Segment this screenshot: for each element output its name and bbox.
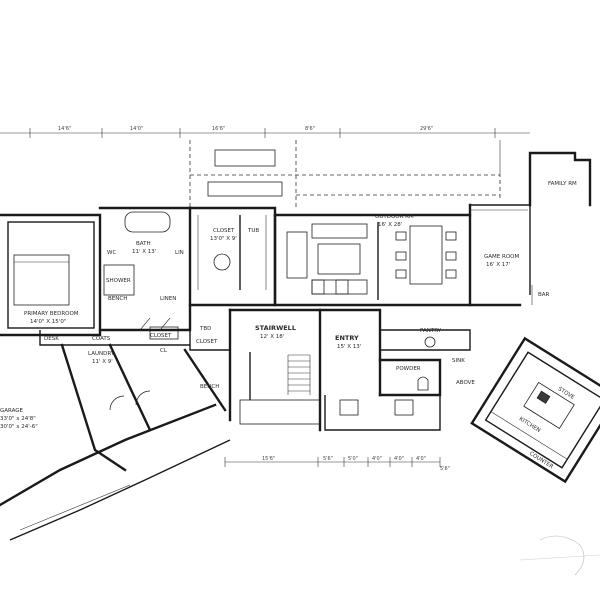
game-room-label: GAME ROOM — [484, 254, 519, 260]
stairwell: STAIRWELL 12' X 18' — [228, 308, 322, 432]
powder-label: POWDER — [396, 366, 421, 372]
bench2-label: BENCH — [200, 384, 219, 390]
bath-size: 11' X 13' — [132, 249, 156, 255]
game-room: GAME ROOM 16' X 17' BAR — [468, 203, 550, 307]
stair-treads — [287, 354, 311, 395]
garage-dims-2: 30'0" x 24'-6" — [0, 424, 38, 430]
kitchen-wing: KITCHEN STOVE COUNTER — [470, 336, 600, 484]
upper-terrace-dashed — [189, 140, 501, 210]
above-label: ABOVE — [456, 380, 475, 386]
top-dim-4: 8'6" — [305, 126, 315, 132]
pantry-powder: PANTRY POWDER SINK ABOVE — [378, 328, 475, 397]
laundry-garage-wing: LAUNDRY 11' X 9' BENCH GARAGE 33'0" x 24… — [0, 343, 231, 541]
closet-room: CLOSET 13'0" X 9' TUB — [188, 206, 277, 307]
tbd-label: TBD — [199, 326, 211, 332]
bottom-dim-3: 5'0" — [348, 456, 358, 462]
stairwell-label: STAIRWELL — [255, 324, 296, 332]
game-room-size: 16' X 17' — [486, 262, 510, 268]
closet-label: CLOSET — [213, 228, 235, 234]
bottom-dimension-string: 15'6" 5'6" 5'0" 4'0" 4'0" 4'0" 5'6" — [224, 456, 450, 472]
bottom-dim-4: 4'0" — [372, 456, 382, 462]
desk-label: DESK — [44, 336, 59, 342]
bottom-dim-5: 4'0" — [394, 456, 404, 462]
cl-label: CL — [160, 348, 168, 354]
primary-bedroom-label: PRIMARY BEDROOM — [24, 311, 79, 317]
outdoor-room: OUTDOOR RM 16' X 28' — [273, 213, 472, 307]
entry-size: 15' X 13' — [337, 344, 361, 350]
sink-label: SINK — [452, 358, 465, 364]
bath-room: BATH 11' X 13' SHOWER BENCH LINEN WC LIN — [98, 206, 192, 332]
faint-sketch-marks — [519, 535, 600, 576]
laundry-label: LAUNDRY — [88, 351, 115, 357]
stove-label: STOVE — [557, 386, 576, 401]
garage-label: GARAGE — [0, 408, 24, 414]
bottom-dim-1: 15'6" — [262, 456, 275, 462]
bottom-dim-6: 4'0" — [416, 456, 426, 462]
closet-size: 13'0" X 9' — [210, 236, 237, 242]
lin-label: LIN — [175, 250, 184, 256]
entry-label: ENTRY — [335, 334, 359, 342]
pantry-label: PANTRY — [420, 328, 442, 334]
shower-label: SHOWER — [106, 278, 131, 284]
coats-label: COATS — [92, 336, 111, 342]
bench-label: BENCH — [108, 296, 127, 302]
stairwell-size: 12' X 18' — [260, 334, 284, 340]
family-room-outline: FAMILY RM — [470, 151, 592, 295]
kitchen-label: KITCHEN — [518, 416, 541, 434]
top-dim-3: 16'6" — [212, 126, 225, 132]
closet-small-label: CLOSET — [150, 333, 172, 339]
corridor-band: DESK COATS CLOSET TBD CL CLOSET — [39, 305, 230, 354]
bottom-dim-7: 5'6" — [440, 466, 450, 472]
garage-dims-1: 33'0" x 24'8" — [0, 416, 36, 422]
linen-label: LINEN — [160, 296, 176, 302]
entry-room: ENTRY 15' X 13' — [318, 308, 441, 431]
outdoor-room-label: OUTDOOR RM — [375, 214, 414, 220]
closet2-label: CLOSET — [196, 339, 218, 345]
family-room-label: FAMILY RM — [548, 181, 577, 187]
primary-bedroom-size: 14'0" X 15'0" — [30, 319, 66, 325]
outdoor-room-size: 16' X 28' — [378, 222, 402, 228]
laundry-size: 11' X 9' — [92, 359, 113, 365]
bottom-dim-2: 5'6" — [323, 456, 333, 462]
top-dim-1: 14'6" — [58, 126, 71, 132]
bar-label: BAR — [538, 292, 550, 298]
top-dim-2: 14'0" — [130, 126, 143, 132]
tub-label: TUB — [247, 228, 259, 234]
top-dim-5: 29'6" — [420, 126, 433, 132]
bath-label: BATH — [136, 241, 151, 247]
wc-label: WC — [107, 250, 116, 256]
top-dimension-string: 14'6" 14'0" 16'6" 8'6" 29'6" — [0, 126, 530, 138]
primary-bedroom: PRIMARY BEDROOM 14'0" X 15'0" — [0, 213, 102, 337]
